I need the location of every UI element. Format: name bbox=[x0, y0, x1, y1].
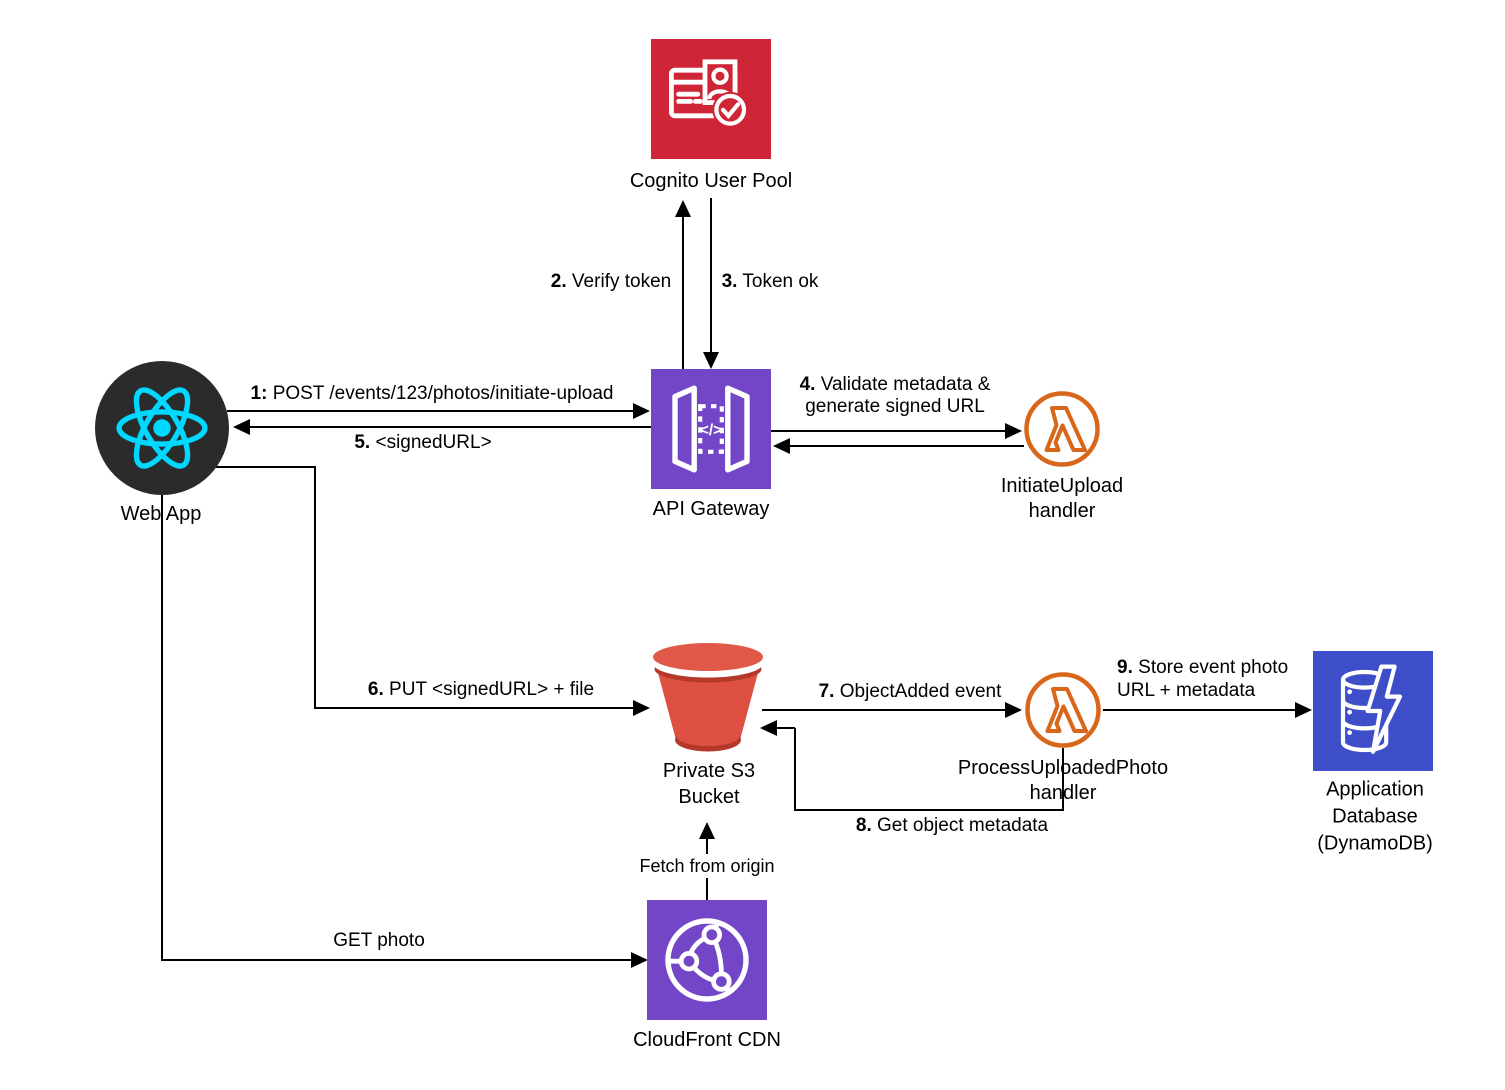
edge-fetch-arrowhead bbox=[699, 822, 715, 839]
edge8-arrowhead bbox=[760, 720, 777, 736]
process-photo-node bbox=[1023, 670, 1103, 750]
edge8-label: 8. Get object metadata bbox=[855, 815, 1049, 836]
edge4-label: 4. Validate metadata & generate signed U… bbox=[799, 374, 991, 417]
edge8-line-c bbox=[794, 728, 796, 810]
lambda-icon bbox=[1024, 391, 1100, 467]
process-photo-label: ProcessUploadedPhoto handler bbox=[957, 757, 1169, 804]
edge2-arrowhead bbox=[675, 200, 691, 217]
edge4-arrowhead-out bbox=[1005, 423, 1022, 439]
edge7-line bbox=[762, 709, 1005, 711]
svg-text:</>: </> bbox=[700, 422, 723, 439]
edge4-line-back bbox=[790, 445, 1024, 447]
edge-fetch-label: Fetch from origin bbox=[634, 854, 780, 878]
react-logo-icon bbox=[116, 387, 208, 469]
webapp-node bbox=[95, 361, 229, 495]
edge2-line bbox=[682, 216, 684, 369]
edge6-label: 6. PUT <signedURL> + file bbox=[367, 679, 595, 700]
cognito-label: Cognito User Pool bbox=[629, 170, 793, 192]
edge1-label: 1: POST /events/123/photos/initiate-uplo… bbox=[250, 383, 614, 404]
edge4-line-out bbox=[771, 430, 1005, 432]
api-gateway-icon: </> bbox=[672, 385, 750, 473]
edge-get-line-b bbox=[161, 959, 631, 961]
edge6-line-c bbox=[314, 707, 633, 709]
edge3-label: 3. Token ok bbox=[721, 271, 819, 292]
edge-get-arrowhead bbox=[631, 952, 648, 968]
dynamodb-node bbox=[1313, 651, 1433, 771]
edge1-line bbox=[227, 410, 633, 412]
dynamodb-icon bbox=[1340, 664, 1403, 754]
edge9-arrowhead bbox=[1295, 702, 1312, 718]
edge3-line bbox=[710, 198, 712, 352]
cloudfront-label: CloudFront CDN bbox=[633, 1029, 781, 1051]
s3-bucket-label: Private S3 Bucket bbox=[662, 760, 756, 808]
edge2-label: 2. Verify token bbox=[550, 271, 672, 292]
edge5-line bbox=[250, 426, 651, 428]
webapp-label: Web App bbox=[120, 503, 202, 525]
edge-get-line-a bbox=[161, 495, 163, 960]
api-gateway-label: API Gateway bbox=[652, 498, 770, 520]
edge5-label: 5. <signedURL> bbox=[354, 432, 492, 453]
edge3-arrowhead bbox=[703, 352, 719, 369]
cloudfront-node bbox=[647, 900, 767, 1020]
initiate-upload-node bbox=[1022, 389, 1102, 469]
edge1-arrowhead bbox=[633, 403, 650, 419]
edge6-line-a bbox=[216, 466, 316, 468]
cloudfront-icon bbox=[665, 918, 749, 1002]
edge6-line-b bbox=[314, 466, 316, 708]
edge-get-label: GET photo bbox=[333, 930, 425, 951]
edge9-line bbox=[1103, 709, 1295, 711]
edge6-arrowhead bbox=[633, 700, 650, 716]
api-gateway-node: </> bbox=[651, 369, 771, 489]
lambda-icon bbox=[1025, 672, 1101, 748]
s3-bucket-node bbox=[648, 638, 768, 760]
dynamodb-label: Application Database (DynamoDB) bbox=[1317, 778, 1433, 855]
cognito-node bbox=[651, 39, 771, 159]
cognito-icon bbox=[669, 59, 749, 128]
initiate-upload-label: InitiateUpload handler bbox=[1000, 475, 1124, 522]
edge7-arrowhead bbox=[1005, 702, 1022, 718]
edge7-label: 7. ObjectAdded event bbox=[818, 681, 1002, 702]
edge8-line-d bbox=[777, 727, 795, 729]
s3-bucket-icon bbox=[653, 643, 763, 752]
edge9-label: 9. Store event photo URL + metadata bbox=[1117, 657, 1289, 701]
edge8-line-b bbox=[794, 809, 1064, 811]
edge4-arrowhead-back bbox=[773, 438, 790, 454]
edge5-arrowhead bbox=[233, 419, 250, 435]
edge8-line-a bbox=[1062, 748, 1064, 810]
